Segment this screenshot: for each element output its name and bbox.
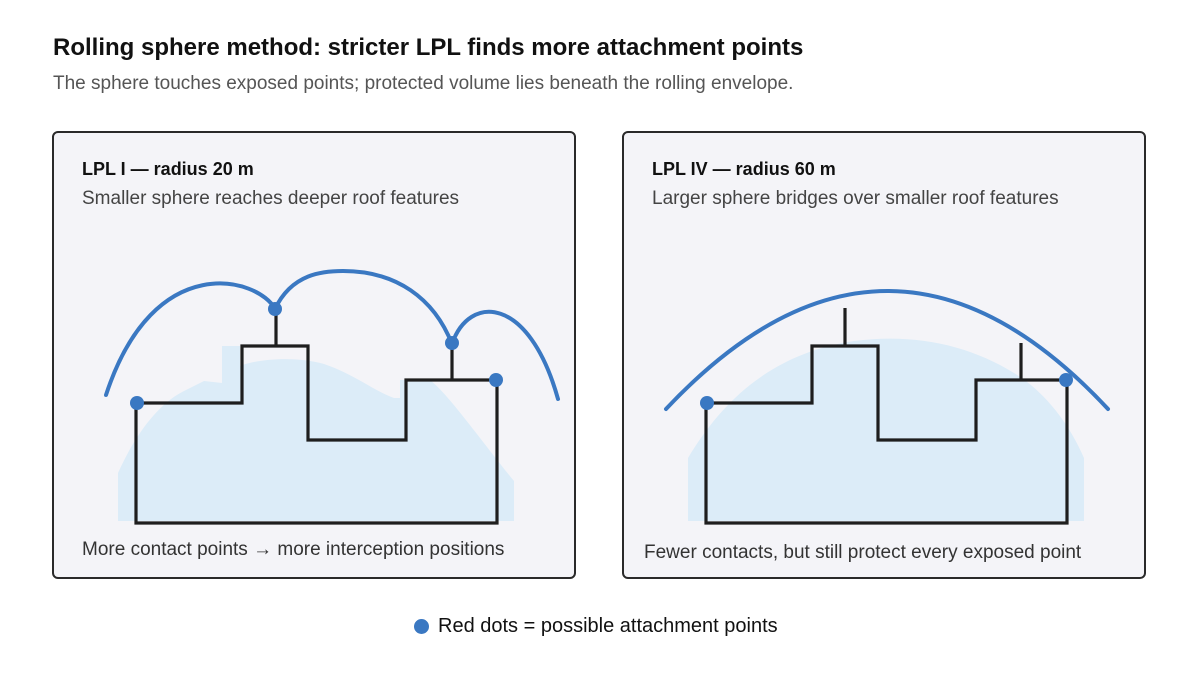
panel-lpl-1: LPL I — radius 20 m Smaller sphere reach… [52, 131, 576, 579]
attachment-point [268, 302, 282, 316]
legend: Red dots = possible attachment points [414, 615, 778, 638]
attachment-point [445, 336, 459, 350]
panel-description: Larger sphere bridges over smaller roof … [652, 188, 1059, 209]
panel-footnote: More contact points → more interception … [82, 539, 505, 560]
diagram-lpl-1 [104, 268, 560, 525]
rolling-sphere-envelope [104, 268, 560, 401]
legend-label: Red dots = possible attachment points [438, 615, 778, 637]
page-title: Rolling sphere method: stricter LPL find… [53, 34, 804, 61]
protected-zone [688, 338, 1084, 521]
panel-heading: LPL I — radius 20 m [82, 159, 254, 179]
legend-dot-icon [414, 619, 429, 634]
attachment-point [1059, 373, 1073, 387]
rolling-sphere-envelope [664, 289, 1110, 411]
attachment-point [130, 396, 144, 410]
diagram-lpl-4 [664, 289, 1110, 525]
attachment-point [489, 373, 503, 387]
protected-zone [118, 346, 514, 521]
page-subtitle: The sphere touches exposed points; prote… [53, 73, 794, 94]
panel-lpl-4: LPL IV — radius 60 m Larger sphere bridg… [622, 131, 1146, 579]
attachment-point [700, 396, 714, 410]
panel-description: Smaller sphere reaches deeper roof featu… [82, 188, 460, 209]
panel-footnote: Fewer contacts, but still protect every … [644, 542, 1082, 563]
panel-heading: LPL IV — radius 60 m [652, 159, 836, 179]
building-outline [704, 344, 1069, 525]
building-outline [134, 344, 499, 525]
